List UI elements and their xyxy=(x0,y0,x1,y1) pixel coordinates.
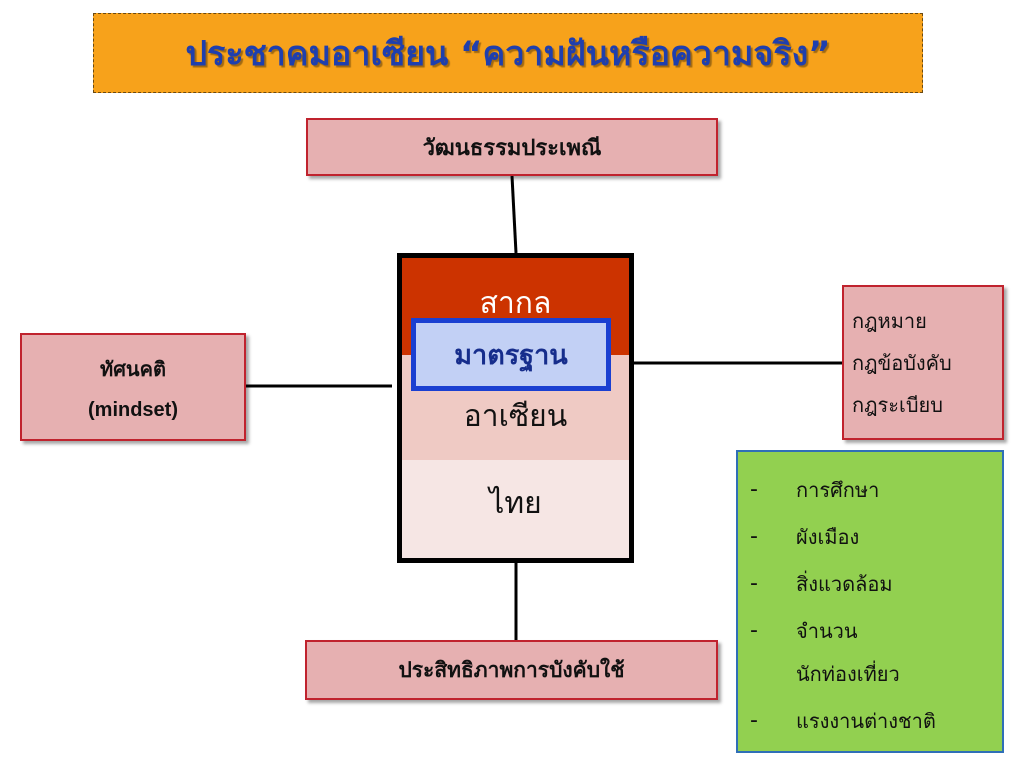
culture-box: วัฒนธรรมประเพณี xyxy=(306,118,718,176)
list-item-text: การศึกษา xyxy=(796,477,880,502)
layer-asean-label: อาเซียน xyxy=(463,399,568,434)
law-box: กฎหมาย กฎข้อบังคับ กฎระเบียบ xyxy=(842,285,1004,440)
list-item-text: สิ่งแวดล้อม xyxy=(796,571,893,596)
enforcement-label: ประสิทธิภาพการบังคับใช้ xyxy=(398,657,625,682)
standard-highlight-box: มาตรฐาน xyxy=(411,318,611,391)
law-item: กฎระเบียบ xyxy=(852,392,943,417)
bullet-dash: - xyxy=(750,477,758,502)
slide-title: ประชาคมอาเซียน “ความฝันหรือความจริง” xyxy=(185,34,831,74)
list-item-text: ผังเมือง xyxy=(796,524,860,549)
list-item-text: นักท่องเที่ยว xyxy=(796,661,900,686)
law-item: กฎหมาย xyxy=(852,308,927,333)
bullet-dash: - xyxy=(750,524,758,549)
list-item: - สิ่งแวดล้อม xyxy=(750,560,992,607)
bullet-dash: - xyxy=(750,708,758,733)
list-item: - การศึกษา xyxy=(750,466,992,513)
layer-thai: ไทย xyxy=(402,460,629,558)
culture-label: วัฒนธรรมประเพณี xyxy=(422,135,602,161)
law-item: กฎข้อบังคับ xyxy=(852,350,952,375)
list-item: - จำนวน xyxy=(750,607,992,654)
layer-thai-label: ไทย xyxy=(489,486,542,521)
list-item-text: แรงงานต่างชาติ xyxy=(796,708,936,733)
list-item: - ผังเมือง xyxy=(750,513,992,560)
enforcement-box: ประสิทธิภาพการบังคับใช้ xyxy=(305,640,718,700)
list-item-continuation: นักท่องเที่ยว xyxy=(750,650,992,697)
bullet-dash: - xyxy=(750,571,758,596)
title-banner: ประชาคมอาเซียน “ความฝันหรือความจริง” xyxy=(93,13,923,93)
mindset-label-en: (mindset) xyxy=(88,398,178,421)
mindset-label-thai: ทัศนคติ xyxy=(100,358,166,381)
connector-top xyxy=(510,175,518,254)
layer-international-label: สากล xyxy=(479,286,552,321)
standards-stack: สากล อาเซียน ไทย xyxy=(397,253,634,563)
factors-list-box: - การศึกษา - ผังเมือง - สิ่งแวดล้อม - จำ… xyxy=(736,450,1004,753)
standard-label: มาตรฐาน xyxy=(454,340,568,371)
bullet-dash: - xyxy=(750,618,758,643)
mindset-box: ทัศนคติ (mindset) xyxy=(20,333,246,441)
list-item-text: จำนวน xyxy=(796,618,858,643)
list-item: - แรงงานต่างชาติ xyxy=(750,697,992,744)
